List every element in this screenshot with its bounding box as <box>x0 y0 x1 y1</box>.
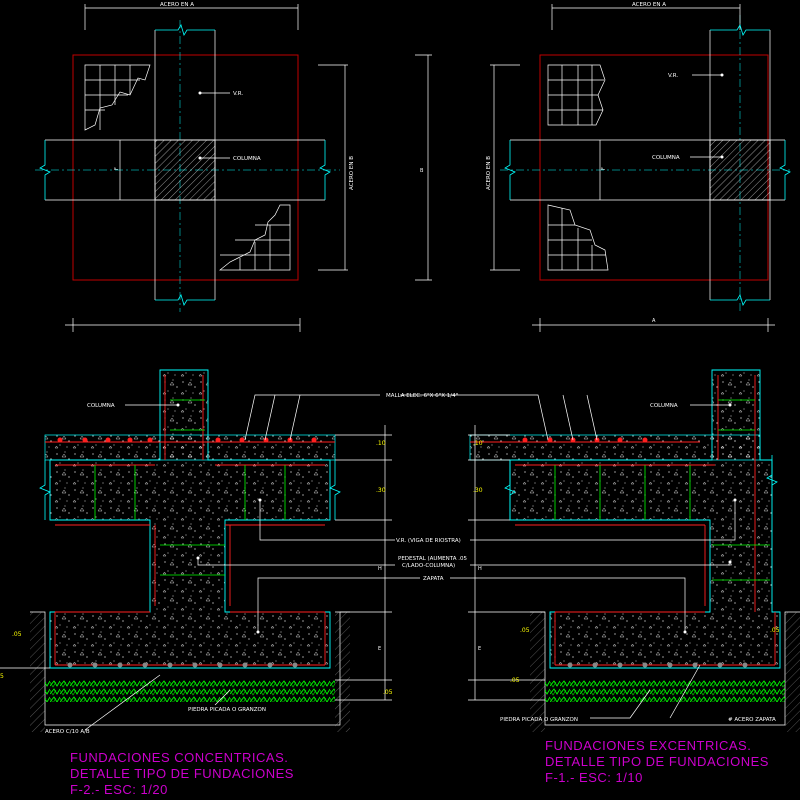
plan-right-a: A <box>652 318 656 324</box>
gravel-layer-right <box>545 680 785 702</box>
sec-left-d5: 5 <box>0 673 4 680</box>
plan-left-acero-a: ACERO EN A <box>160 2 194 8</box>
plan-right-acero-b: ACERO EN B <box>486 156 492 190</box>
concrete-body-left <box>49 369 331 669</box>
sec-right-d10: .10 <box>473 440 483 447</box>
label-zapata: ZAPATA <box>423 576 444 582</box>
label-vr-viga: V.R. (VIGA DE RIOSTRA) <box>396 538 461 544</box>
title-left-1: FUNDACIONES CONCENTRICAS. <box>70 750 288 765</box>
sec-left-h: H <box>378 566 382 572</box>
label-pedestal-1: PEDESTAL (AUMENTA .05 <box>398 556 467 562</box>
section-left: .10 .30 H E .05 .05 5 COLUMNA ACERO C/10… <box>0 369 420 735</box>
plan-left-acero-b: ACERO EN B <box>349 156 355 190</box>
sec-left-e: E <box>378 646 381 652</box>
plan-right-f: F <box>601 167 607 170</box>
label-pedestal-2: C/LADO-COLUMNA) <box>402 563 455 569</box>
sec-left-columna: COLUMNA <box>87 403 115 409</box>
title-right-3: F-1.- ESC: 1/10 <box>545 770 643 785</box>
sec-right-columna: COLUMNA <box>650 403 678 409</box>
sec-right-d30: .30 <box>473 487 483 494</box>
sec-right-d05a: .05 <box>520 627 530 634</box>
footing-outline-left <box>72 54 299 281</box>
sec-right-d05b: .05 <box>510 677 520 684</box>
plan-right-acero-a: ACERO EN A <box>632 2 666 8</box>
sec-right-d05c: .05 <box>770 627 780 634</box>
plan-right: ACERO EN A ACERO EN B F A V.R. COLUMNA <box>486 2 791 332</box>
sec-left-d10: .10 <box>376 440 386 447</box>
section-right: .10 .30 H E .05 .05 .05 COLUMNA PIEDRA P… <box>400 369 800 732</box>
plan-left: ACERO EN A ACERO EN B B F V.R. COLUMNA <box>35 2 432 332</box>
title-left-2: DETALLE TIPO DE FUNDACIONES <box>70 766 294 781</box>
label-malla: MALLA ELEC. 6"X 6"X 1/4" <box>386 393 458 399</box>
plan-left-vr: V.R. <box>233 91 243 97</box>
title-left-3: F-2.- ESC: 1/20 <box>70 782 168 797</box>
sec-left-acero-c10: ACERO C/10 A/B <box>45 729 90 735</box>
sec-right-piedra: PIEDRA PICADA O GRANZON <box>500 717 578 723</box>
sec-left-d30: .30 <box>376 487 386 494</box>
column-hatched-right <box>709 139 771 201</box>
plan-left-f: F <box>114 167 120 170</box>
sec-right-h: H <box>478 566 482 572</box>
sec-left-d05b: .05 <box>383 689 393 696</box>
plan-left-b: B <box>420 168 424 174</box>
sec-left-d05a: .05 <box>12 631 22 638</box>
sec-right-acero-zapata: # ACERO ZAPATA <box>728 717 776 723</box>
sec-left-piedra: PIEDRA PICADA O GRANZON <box>188 707 266 713</box>
gravel-layer-left <box>45 680 335 702</box>
column-hatched-left <box>154 139 216 201</box>
sec-right-e: E <box>478 646 481 652</box>
title-right-1: FUNDACIONES EXCENTRICAS. <box>545 738 751 753</box>
plan-right-columna: COLUMNA <box>652 155 680 161</box>
plan-left-columna: COLUMNA <box>233 156 261 162</box>
title-right-2: DETALLE TIPO DE FUNDACIONES <box>545 754 769 769</box>
plan-right-vr: V.R. <box>668 73 678 79</box>
